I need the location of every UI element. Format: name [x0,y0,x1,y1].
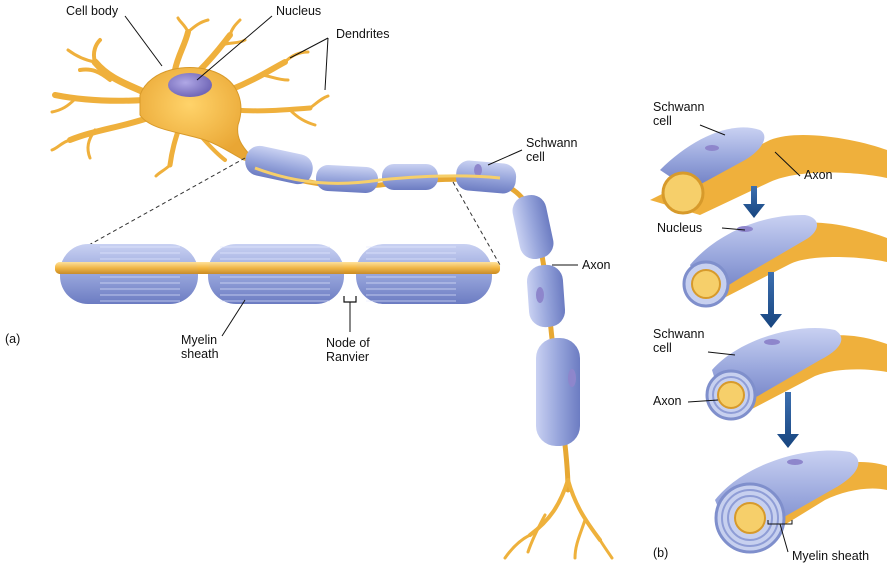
label-myelin-sheath-a-2: sheath [181,347,219,361]
label-panel-a-tag: (a) [5,332,21,346]
label-dendrites: Dendrites [336,27,390,41]
label-node-ranvier-2: Ranvier [326,350,370,364]
label-axon-b1: Axon [804,168,833,182]
label-schwann-cell-b2-1: Schwann [653,327,705,341]
label-schwann-cell-b1-2: cell [653,114,672,128]
label-node-ranvier-1: Node of [326,336,370,350]
label-schwann-cell-a-2: cell [526,150,545,164]
leader-lines-a [124,15,578,337]
process-arrows [743,186,799,448]
stage-3 [705,327,887,421]
enlarged-myelin-segment [55,244,500,304]
label-nucleus: Nucleus [276,4,322,18]
label-myelin-sheath-b: Myelin sheath [792,549,870,563]
stage-2 [682,214,887,308]
label-myelin-sheath-a-1: Myelin [181,333,218,347]
leader-lines-b [687,124,801,553]
label-schwann-cell-b2-2: cell [653,341,672,355]
nucleus-a [168,73,212,97]
label-schwann-cell-a-1: Schwann [526,136,578,150]
stage-4 [714,450,887,554]
label-axon-b2: Axon [653,394,682,408]
label-schwann-cell-b1-1: Schwann [653,100,705,114]
label-nucleus-b: Nucleus [657,221,703,235]
myelin-segments [245,145,580,446]
label-axon-a: Axon [582,258,611,272]
stage-1 [650,127,887,215]
label-cell-body: Cell body [66,4,119,18]
cell-body [139,66,251,161]
label-panel-b-tag: (b) [653,546,669,560]
